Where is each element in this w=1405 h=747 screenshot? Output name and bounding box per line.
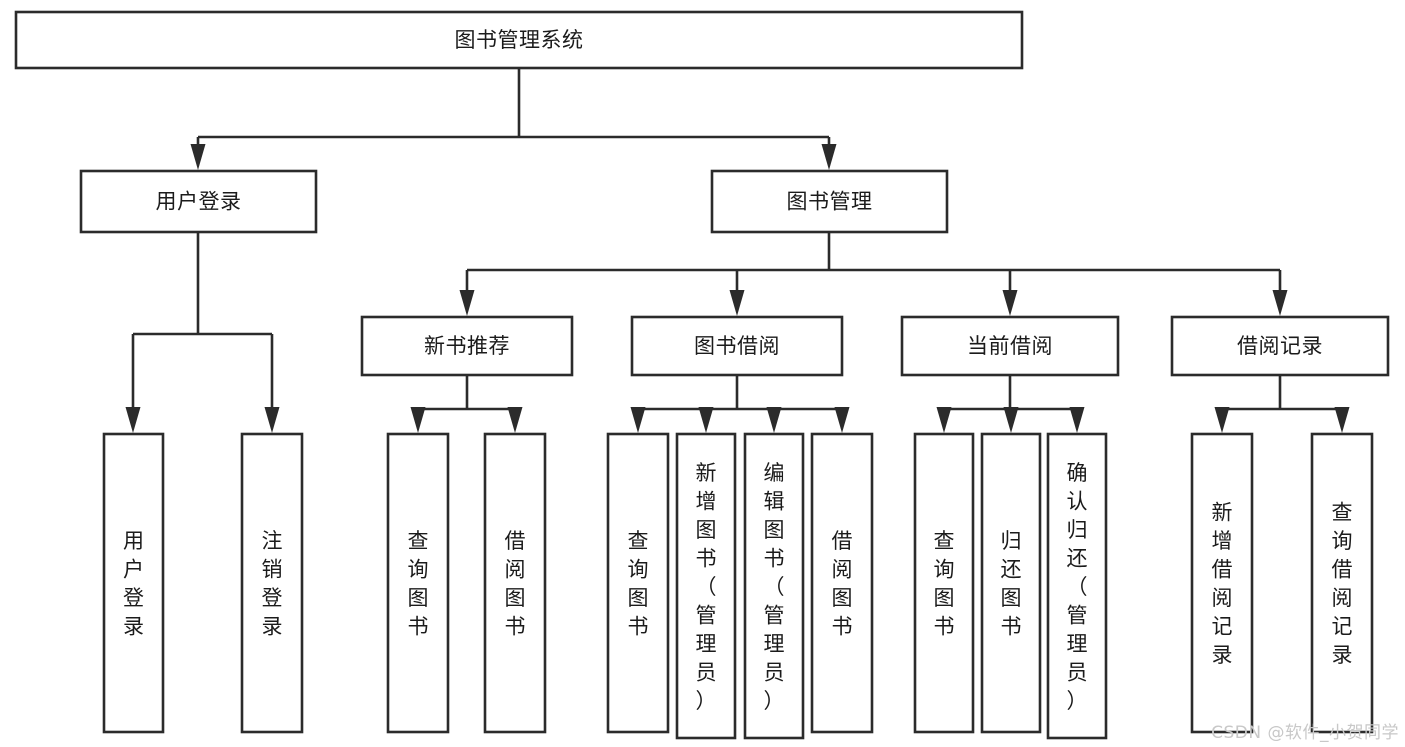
node-root[interactable]: 图书管理系统 [14,10,1024,70]
node-leaf-logout[interactable]: 注销登录 [240,432,304,734]
node-label: 编辑图书（管理员） [764,461,785,713]
connector-layer [125,68,1350,433]
node-leaf-borrow-book-1[interactable]: 借阅图书 [483,432,547,734]
node-user-login[interactable]: 用户登录 [79,169,318,234]
node-box [1190,432,1254,734]
node-label: 图书管理系统 [455,28,584,52]
node-current-borrow[interactable]: 当前借阅 [900,315,1120,377]
node-box [675,432,737,740]
node-label: 查询图书 [934,529,955,639]
node-box [1046,432,1108,740]
node-box [810,432,874,734]
node-box [1310,432,1374,734]
node-leaf-edit-book[interactable]: 编辑图书（管理员） [743,432,805,740]
node-leaf-query-record[interactable]: 查询借阅记录 [1310,432,1374,734]
node-book-borrow[interactable]: 图书借阅 [630,315,844,377]
node-label: 用户登录 [156,190,242,214]
node-leaf-user-login[interactable]: 用户登录 [102,432,165,734]
node-box [483,432,547,734]
connector-book-borrow-to-leaves [630,375,850,433]
node-book-manage[interactable]: 图书管理 [710,169,949,234]
node-label: 查询借阅记录 [1332,501,1353,668]
node-leaf-query-book-2[interactable]: 查询图书 [606,432,670,734]
node-label: 注销登录 [262,529,283,639]
node-label: 确认归还（管理员） [1067,461,1088,713]
node-box [710,169,949,234]
connector-borrow-record-to-leaves [1214,375,1350,433]
node-label: 归还图书 [1001,529,1022,639]
node-box [743,432,805,740]
node-box [240,432,304,734]
node-box [386,432,450,734]
node-label: 当前借阅 [967,334,1053,358]
node-box [900,315,1120,377]
node-box [980,432,1042,734]
node-label: 查询图书 [628,529,649,639]
node-leaf-add-book[interactable]: 新增图书（管理员） [675,432,737,740]
node-label: 查询图书 [408,529,429,639]
node-label: 借阅图书 [505,529,526,639]
connector-book-manage-to-level3 [459,232,1288,316]
node-box [14,10,1024,70]
node-label: 新书推荐 [424,334,510,358]
node-leaf-return-book[interactable]: 归还图书 [980,432,1042,734]
node-label: 借阅记录 [1237,334,1323,358]
node-leaf-query-book-1[interactable]: 查询图书 [386,432,450,734]
node-label: 借阅图书 [832,529,853,639]
node-box [102,432,165,734]
node-box [1170,315,1390,377]
node-box [606,432,670,734]
node-box [79,169,318,234]
node-box [913,432,975,734]
node-leaf-borrow-book-2[interactable]: 借阅图书 [810,432,874,734]
node-new-book-rec[interactable]: 新书推荐 [360,315,574,377]
node-leaf-query-book-3[interactable]: 查询图书 [913,432,975,734]
connector-user-login-to-leaves [125,232,280,433]
node-borrow-record[interactable]: 借阅记录 [1170,315,1390,377]
csdn-watermark: CSDN @软件_小贺同学 [1211,723,1399,743]
node-label: 用户登录 [123,529,144,639]
node-box [360,315,574,377]
node-leaf-confirm-return[interactable]: 确认归还（管理员） [1046,432,1108,740]
node-label: 新增借阅记录 [1212,501,1233,668]
node-label: 图书借阅 [694,334,780,358]
connector-new-book-rec-to-leaves [410,375,523,433]
connector-root-to-level2 [190,68,837,170]
node-label: 图书管理 [787,190,873,214]
node-layer: 图书管理系统用户登录图书管理新书推荐图书借阅当前借阅借阅记录用户登录注销登录查询… [14,10,1390,740]
connector-current-borrow-to-leaves [936,375,1085,433]
node-leaf-add-record[interactable]: 新增借阅记录 [1190,432,1254,734]
node-label: 新增图书（管理员） [696,461,717,713]
node-box [630,315,844,377]
